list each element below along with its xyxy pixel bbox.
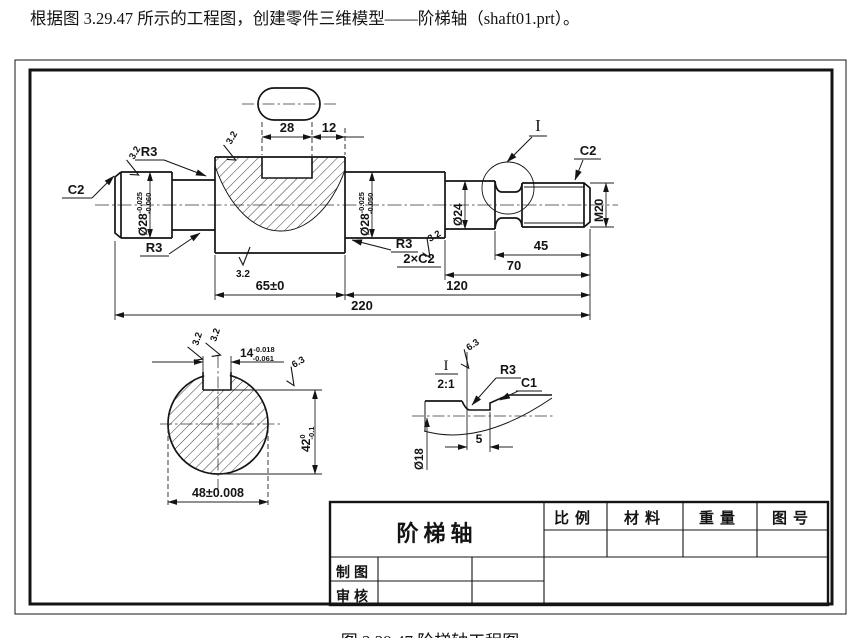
section-keyway	[202, 372, 232, 391]
col-weight: 重量	[699, 509, 741, 527]
roughness-keyway-1: 3.2	[183, 331, 206, 364]
row-checked: 审核	[336, 588, 372, 605]
note-r3-right: R3	[351, 236, 418, 253]
note-r3-bottom-left: R3	[140, 232, 201, 257]
title-block: 阶梯轴 比例 材料 重量 图号 制图 审核	[328, 500, 830, 607]
section-view: 14-0.018-0.061 3.2 3.2 6.3 420-0.1	[152, 327, 322, 508]
dimension-depth-42: 420-0.1	[218, 389, 322, 475]
roughness-big-cyl-bottom: 3.2	[236, 246, 251, 280]
dimension-groove-dia18: Ø18	[414, 417, 430, 470]
detail-geometry	[412, 394, 554, 436]
shaft-outline	[114, 156, 591, 254]
svg-text:2×C2: 2×C2	[403, 251, 434, 266]
roughness-keyway-2: 3.2	[201, 327, 224, 360]
detail-view: I 2:1 6.3 R3 C1	[412, 337, 554, 470]
dim-120: 120	[446, 278, 468, 293]
svg-text:Ø18: Ø18	[414, 448, 426, 470]
dim-45: 45	[534, 238, 548, 253]
detail-label-i: I	[535, 116, 541, 135]
svg-text:2:1: 2:1	[437, 377, 455, 391]
svg-text:3.2: 3.2	[208, 327, 223, 343]
svg-text:6.3: 6.3	[290, 354, 307, 370]
col-material: 材料	[624, 509, 666, 527]
svg-text:3.2: 3.2	[190, 331, 205, 347]
roughness-left-journal: 3.2	[120, 145, 143, 180]
dimension-key-width: 14-0.018-0.061	[152, 345, 284, 365]
dim-220: 220	[351, 298, 373, 313]
svg-text:48±0.008: 48±0.008	[192, 486, 244, 500]
svg-text:C2: C2	[68, 182, 85, 197]
dim-28: 28	[280, 120, 294, 135]
detail-marker: I	[481, 116, 547, 215]
row-drawn: 制图	[336, 564, 372, 581]
note-c2-right: C2	[574, 143, 601, 181]
svg-text:C2: C2	[580, 143, 597, 158]
note-c1-detail: C1	[499, 376, 542, 401]
front-view: 28 12 45 70 65±0 120 220 Ø28-0.025-0.06	[62, 87, 618, 320]
svg-text:5: 5	[476, 432, 483, 446]
svg-text:R3: R3	[146, 240, 163, 255]
svg-text:Ø28-0.025-0.050: Ø28-0.025-0.050	[357, 192, 375, 236]
dim-70: 70	[507, 258, 521, 273]
svg-text:3.2: 3.2	[236, 269, 250, 280]
dim-12: 12	[322, 120, 336, 135]
col-drawing-no: 图号	[772, 510, 814, 527]
svg-text:Ø24: Ø24	[451, 203, 465, 226]
dimension-dia-left: Ø28-0.025-0.060	[135, 171, 153, 239]
dimension-groove-5: 5	[445, 412, 513, 452]
dimension-thread-m20: M20	[590, 182, 614, 228]
svg-text:R3: R3	[141, 144, 158, 159]
dimension-lengths	[114, 229, 591, 320]
note-2xc2: 2×C2	[397, 251, 441, 268]
svg-text:Ø28-0.025-0.060: Ø28-0.025-0.060	[135, 192, 153, 236]
svg-text:420-0.1: 420-0.1	[298, 427, 316, 452]
figure-caption: 图 3.29.47 阶梯轴工程图	[341, 632, 520, 638]
roughness-detail-63: 6.3	[454, 337, 482, 372]
svg-text:R3: R3	[396, 236, 413, 251]
svg-text:R3: R3	[500, 363, 516, 377]
dimension-dia-right: Ø28-0.025-0.050	[357, 171, 375, 239]
svg-text:C1: C1	[521, 376, 537, 390]
detail-scale-label: I 2:1	[435, 358, 458, 391]
dimension-dia-24: Ø24	[451, 180, 468, 230]
broken-out-section	[214, 154, 346, 232]
dim-65: 65±0	[256, 278, 285, 293]
svg-text:I: I	[444, 358, 449, 374]
note-r3-top-left: R3	[135, 144, 207, 177]
svg-text:3.2: 3.2	[426, 228, 443, 244]
dimension-slot	[261, 122, 364, 157]
instruction-text: 根据图 3.29.47 所示的工程图，创建零件三维模型——阶梯轴（shaft01…	[30, 9, 580, 28]
dimension-dia-48: 48±0.008	[167, 428, 269, 508]
slot-top-view	[242, 87, 336, 121]
svg-text:6.3: 6.3	[464, 337, 481, 354]
svg-text:14-0.018-0.061: 14-0.018-0.061	[240, 345, 275, 363]
part-name: 阶梯轴	[396, 521, 477, 546]
note-c2-left: C2	[62, 175, 115, 199]
svg-text:3.2: 3.2	[224, 130, 240, 147]
roughness-section-63: 6.3	[280, 354, 307, 389]
svg-text:M20: M20	[592, 198, 606, 222]
col-scale: 比例	[554, 509, 596, 527]
note-r3-detail: R3	[471, 363, 521, 406]
